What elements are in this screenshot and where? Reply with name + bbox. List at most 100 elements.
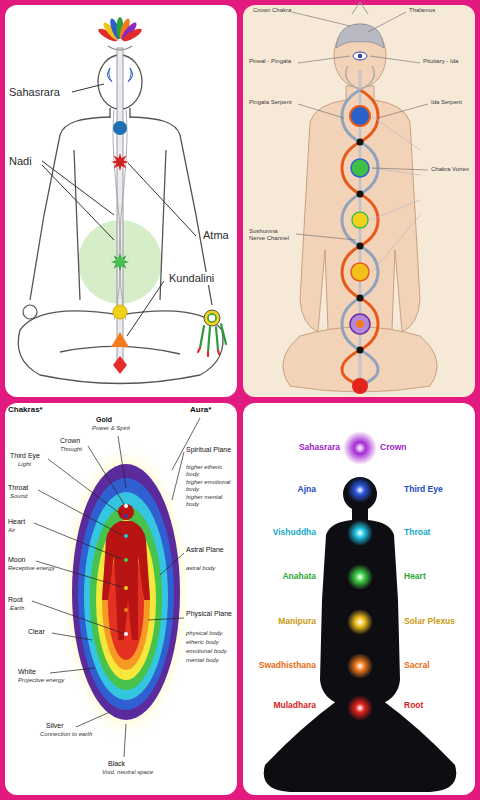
anatomy-label: Chakra Vortex — [430, 166, 470, 173]
aura-figure — [118, 504, 134, 520]
aura-label: Third Eye — [10, 452, 40, 460]
chakra-symbol — [350, 314, 370, 334]
chakra-symbol — [111, 153, 129, 171]
anatomy-figure — [352, 2, 368, 14]
chakra-symbol — [113, 356, 127, 374]
chakra-symbol — [357, 191, 364, 198]
chakra-symbol — [107, 68, 132, 374]
leader-line — [128, 163, 196, 236]
aura-label: emotional body — [186, 648, 227, 655]
leader-line — [172, 418, 200, 470]
chakra-name: Heart — [404, 572, 426, 582]
anatomy-figure — [283, 2, 437, 392]
chakra-symbol — [357, 243, 364, 250]
aura-label: physical body — [186, 630, 222, 637]
aura-figure — [124, 608, 128, 612]
panel — [243, 403, 475, 795]
leader-line — [32, 418, 200, 757]
aura-label: Thought — [60, 446, 82, 453]
aura-label: Clear — [28, 628, 45, 636]
aura-layers — [84, 492, 168, 700]
chakra-symbol — [350, 106, 370, 126]
aura-layers — [90, 506, 162, 690]
chakra-glow — [347, 653, 373, 679]
chakra-glow — [343, 431, 377, 465]
aura-label: Chakras* — [8, 405, 43, 414]
anatomy-label: Thalamus — [408, 7, 436, 14]
anatomy-label: Crown Chakra — [252, 7, 292, 14]
anatomy-label: Pineal - Pingala — [248, 58, 292, 65]
chakra-glow — [347, 564, 373, 590]
leader-line — [292, 12, 428, 240]
chakra-name: Throat — [404, 528, 430, 538]
anatomy-figure — [346, 66, 375, 90]
leader-line — [36, 561, 122, 587]
chakra-label: Kundalini — [168, 272, 215, 285]
aura-label: Crown — [60, 437, 80, 445]
leader-line — [298, 56, 350, 63]
leader-line — [368, 12, 406, 32]
chakra-label: Sahasrara — [8, 86, 61, 99]
aura-label: mental body — [186, 657, 219, 664]
chakra-symbol — [128, 68, 133, 82]
anatomy-figure — [342, 90, 378, 385]
chakra-name: Swadhisthana — [259, 661, 316, 671]
aura-label: Receptive energy — [8, 565, 55, 572]
chakra-symbol — [107, 68, 112, 82]
crown-lotus — [108, 46, 132, 50]
chakra-glow — [347, 695, 373, 721]
seated-figure — [30, 117, 110, 300]
chakra-symbol — [351, 159, 369, 177]
aura-label: Astral Plane — [186, 546, 224, 554]
aura-label: Light — [18, 461, 31, 468]
chakra-symbol — [115, 257, 125, 267]
chakra-name: Manipura — [278, 617, 316, 627]
anatomy-label: Ida Serpent — [430, 99, 463, 106]
leader-line — [118, 436, 126, 488]
aura-label: Silver — [46, 722, 64, 730]
hand-mudra — [23, 305, 226, 356]
chakra-symbol — [357, 295, 364, 302]
aura-label: Power & Spirit — [92, 425, 130, 432]
leader-line — [88, 446, 124, 504]
panel — [243, 5, 475, 397]
chakra-name: Third Eye — [404, 485, 443, 495]
chakra-symbol — [350, 106, 370, 394]
aura-label: Spiritual Plane — [186, 446, 231, 454]
leader-line — [124, 724, 126, 757]
chakra-symbol — [113, 121, 127, 135]
aura-figure — [124, 558, 128, 562]
leader-line — [38, 490, 122, 535]
leader-line — [48, 459, 122, 515]
aura-label: Projective energy — [18, 677, 64, 684]
crown-lotus — [97, 17, 144, 50]
vortex-line — [370, 116, 420, 272]
chakra-name: Crown — [380, 443, 406, 453]
aura-label: Aura* — [190, 405, 211, 414]
chakra-symbol — [351, 263, 369, 281]
aura-label: Root — [8, 596, 23, 604]
aura-label: Sound — [10, 493, 27, 500]
leader-line — [72, 84, 104, 92]
aura-label: higher etheric body — [186, 464, 235, 478]
chakra-glow — [347, 609, 373, 635]
chakra-glow — [343, 431, 377, 721]
leader-line — [50, 668, 95, 673]
chakra-label: Atma — [202, 229, 230, 242]
aura-label: Void, neutral space — [102, 769, 153, 776]
aura-label: Gold — [96, 416, 112, 424]
chakra-name: Root — [404, 701, 423, 711]
panel — [5, 5, 237, 397]
chakra-name: Sahasrara — [299, 443, 340, 453]
aura-label: Physical Plane — [186, 610, 232, 618]
seated-figure — [113, 110, 127, 320]
aura-figure — [124, 632, 128, 636]
aura-layers — [96, 520, 156, 680]
anatomy-label: Pituitary - Ida — [422, 58, 459, 65]
aura-label: White — [18, 668, 36, 676]
crown-lotus — [121, 26, 144, 43]
leader-line — [127, 281, 164, 336]
chakra-name: Anahata — [282, 572, 316, 582]
chakra-symbol — [356, 320, 364, 328]
chakra-symbol — [111, 253, 129, 271]
